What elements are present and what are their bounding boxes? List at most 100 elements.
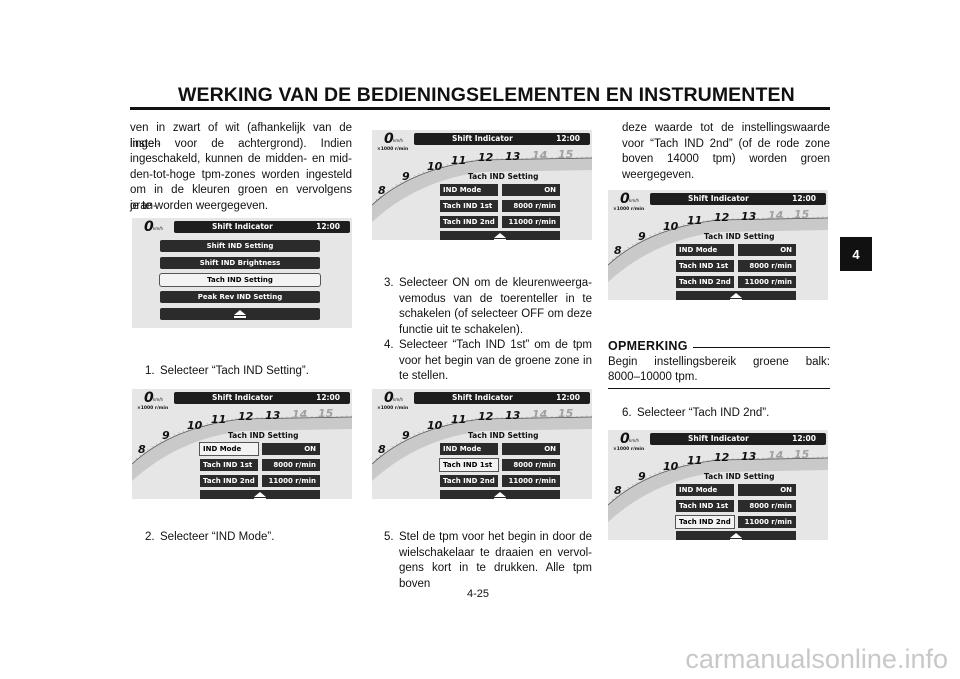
setting-value[interactable]: 11000 r/min [502,475,560,487]
setting-value[interactable]: 11000 r/min [738,516,796,528]
note-rule-top [693,347,830,348]
text-line: deze waarde tot de instellingswaarde [622,122,830,134]
tach-number: 10 [663,460,679,473]
setting-label[interactable]: Tach IND 1st [439,458,499,472]
back-button[interactable] [440,231,560,240]
menu-item-tach-ind-setting[interactable]: Tach IND Setting [159,273,321,287]
text-line: weergegeven. [622,169,695,181]
setting-label[interactable]: Tach IND 1st [440,200,498,212]
speed-readout: 0 [144,219,154,235]
tach-number: 10 [427,419,443,432]
setting-value[interactable]: ON [502,443,560,455]
step-6: 6. Selecteer “Tach IND 2nd”. [622,406,830,422]
clock: 12:00 [556,134,580,143]
tach-arc [372,415,592,481]
screen-title-bar: Shift Indicator 12:00 [414,133,590,145]
setting-label[interactable]: IND Mode [676,244,734,256]
tach-number: 12 [714,211,730,224]
step-text-line: vemodus van de toerenteller in te [399,292,592,305]
setting-label[interactable]: Tach IND 2nd [200,475,258,487]
setting-label[interactable]: IND Mode [199,442,259,456]
clock: 12:00 [316,393,340,402]
speed-readout: 0 [620,191,630,207]
tach-arc [608,456,828,522]
step-text-line: Selecteer ON om de kleurenweerga- [399,277,592,289]
menu-item-shift-ind-brightness[interactable]: Shift IND Brightness [160,257,320,269]
step-5: 5. Stel de tpm voor het begin in door de… [384,530,592,592]
back-button[interactable] [676,291,796,300]
setting-label[interactable]: Tach IND 2nd [440,216,498,228]
tach-number: 15 [794,208,810,221]
setting-value[interactable]: 8000 r/min [502,200,560,212]
setting-value[interactable]: 11000 r/min [502,216,560,228]
setting-label[interactable]: IND Mode [676,484,734,496]
setting-value[interactable]: 8000 r/min [738,500,796,512]
setting-value[interactable]: ON [262,443,320,455]
screen-title: Shift Indicator [452,134,513,143]
settings-heading: Tach IND Setting [704,472,775,481]
tach-number: 11 [211,413,227,426]
setting-value[interactable]: 8000 r/min [502,459,560,471]
menu-item-peak-rev-ind-setting[interactable]: Peak Rev IND Setting [160,291,320,303]
tach-number: 11 [451,413,467,426]
setting-value[interactable]: ON [502,184,560,196]
text-line: je te worden weergegeven. [130,200,269,212]
speed-readout: 0 [620,431,630,447]
setting-label[interactable]: Tach IND 1st [676,500,734,512]
clock: 12:00 [316,222,340,231]
menu-item-shift-ind-setting[interactable]: Shift IND Setting [160,240,320,252]
setting-value[interactable]: ON [738,244,796,256]
tach-number: 12 [238,410,254,423]
setting-value[interactable]: 8000 r/min [738,260,796,272]
setting-label[interactable]: Tach IND 2nd [676,276,734,288]
tach-number: 11 [687,454,703,467]
tach-number: 13 [741,450,757,463]
step-number: 1. [145,365,155,377]
step-text-line: functie uit te schakelen). [399,323,524,336]
tach-number: 10 [427,160,443,173]
back-button[interactable] [440,490,560,499]
speed-unit: km/h [393,138,404,143]
setting-label[interactable]: Tach IND 2nd [675,515,735,529]
tach-arc [132,415,352,481]
tach-number: 8 [614,244,622,257]
back-button[interactable] [200,490,320,499]
chapter-tab: 4 [840,237,872,271]
setting-value[interactable]: 11000 r/min [738,276,796,288]
tach-number: 14 [532,149,548,162]
tach-number: 13 [505,150,521,163]
tach-number: 8 [614,484,622,497]
tach-number: 14 [768,209,784,222]
tach-number: 15 [558,148,574,161]
step-text-line: gens kort in te drukken. Alle tpm boven [399,562,592,590]
screen-title: Shift Indicator [688,434,749,443]
setting-value[interactable]: ON [738,484,796,496]
setting-label[interactable]: IND Mode [440,184,498,196]
speed-unit: km/h [393,397,404,402]
speed-unit: km/h [629,198,640,203]
setting-label[interactable]: IND Mode [440,443,498,455]
step-text-line: te stellen. [399,370,449,383]
rpm-multiplier: ×1000 r/min [137,406,169,411]
tach-number: 13 [741,210,757,223]
clock: 12:00 [792,434,816,443]
text-line: den-tot-hoge tpm-zones worden ingesteld [130,169,352,181]
step-number: 5. [384,531,394,543]
setting-value[interactable]: 8000 r/min [262,459,320,471]
settings-heading: Tach IND Setting [468,172,539,181]
step-2: 2. Selecteer “IND Mode”. [145,530,350,546]
setting-value[interactable]: 11000 r/min [262,475,320,487]
back-button[interactable] [676,531,796,540]
setting-label[interactable]: Tach IND 1st [676,260,734,272]
setting-label[interactable]: Tach IND 1st [200,459,258,471]
tach-number: 12 [478,151,494,164]
setting-label[interactable]: Tach IND 2nd [440,475,498,487]
eject-icon [494,492,506,499]
tach-number: 14 [292,408,308,421]
back-button[interactable] [160,308,320,320]
